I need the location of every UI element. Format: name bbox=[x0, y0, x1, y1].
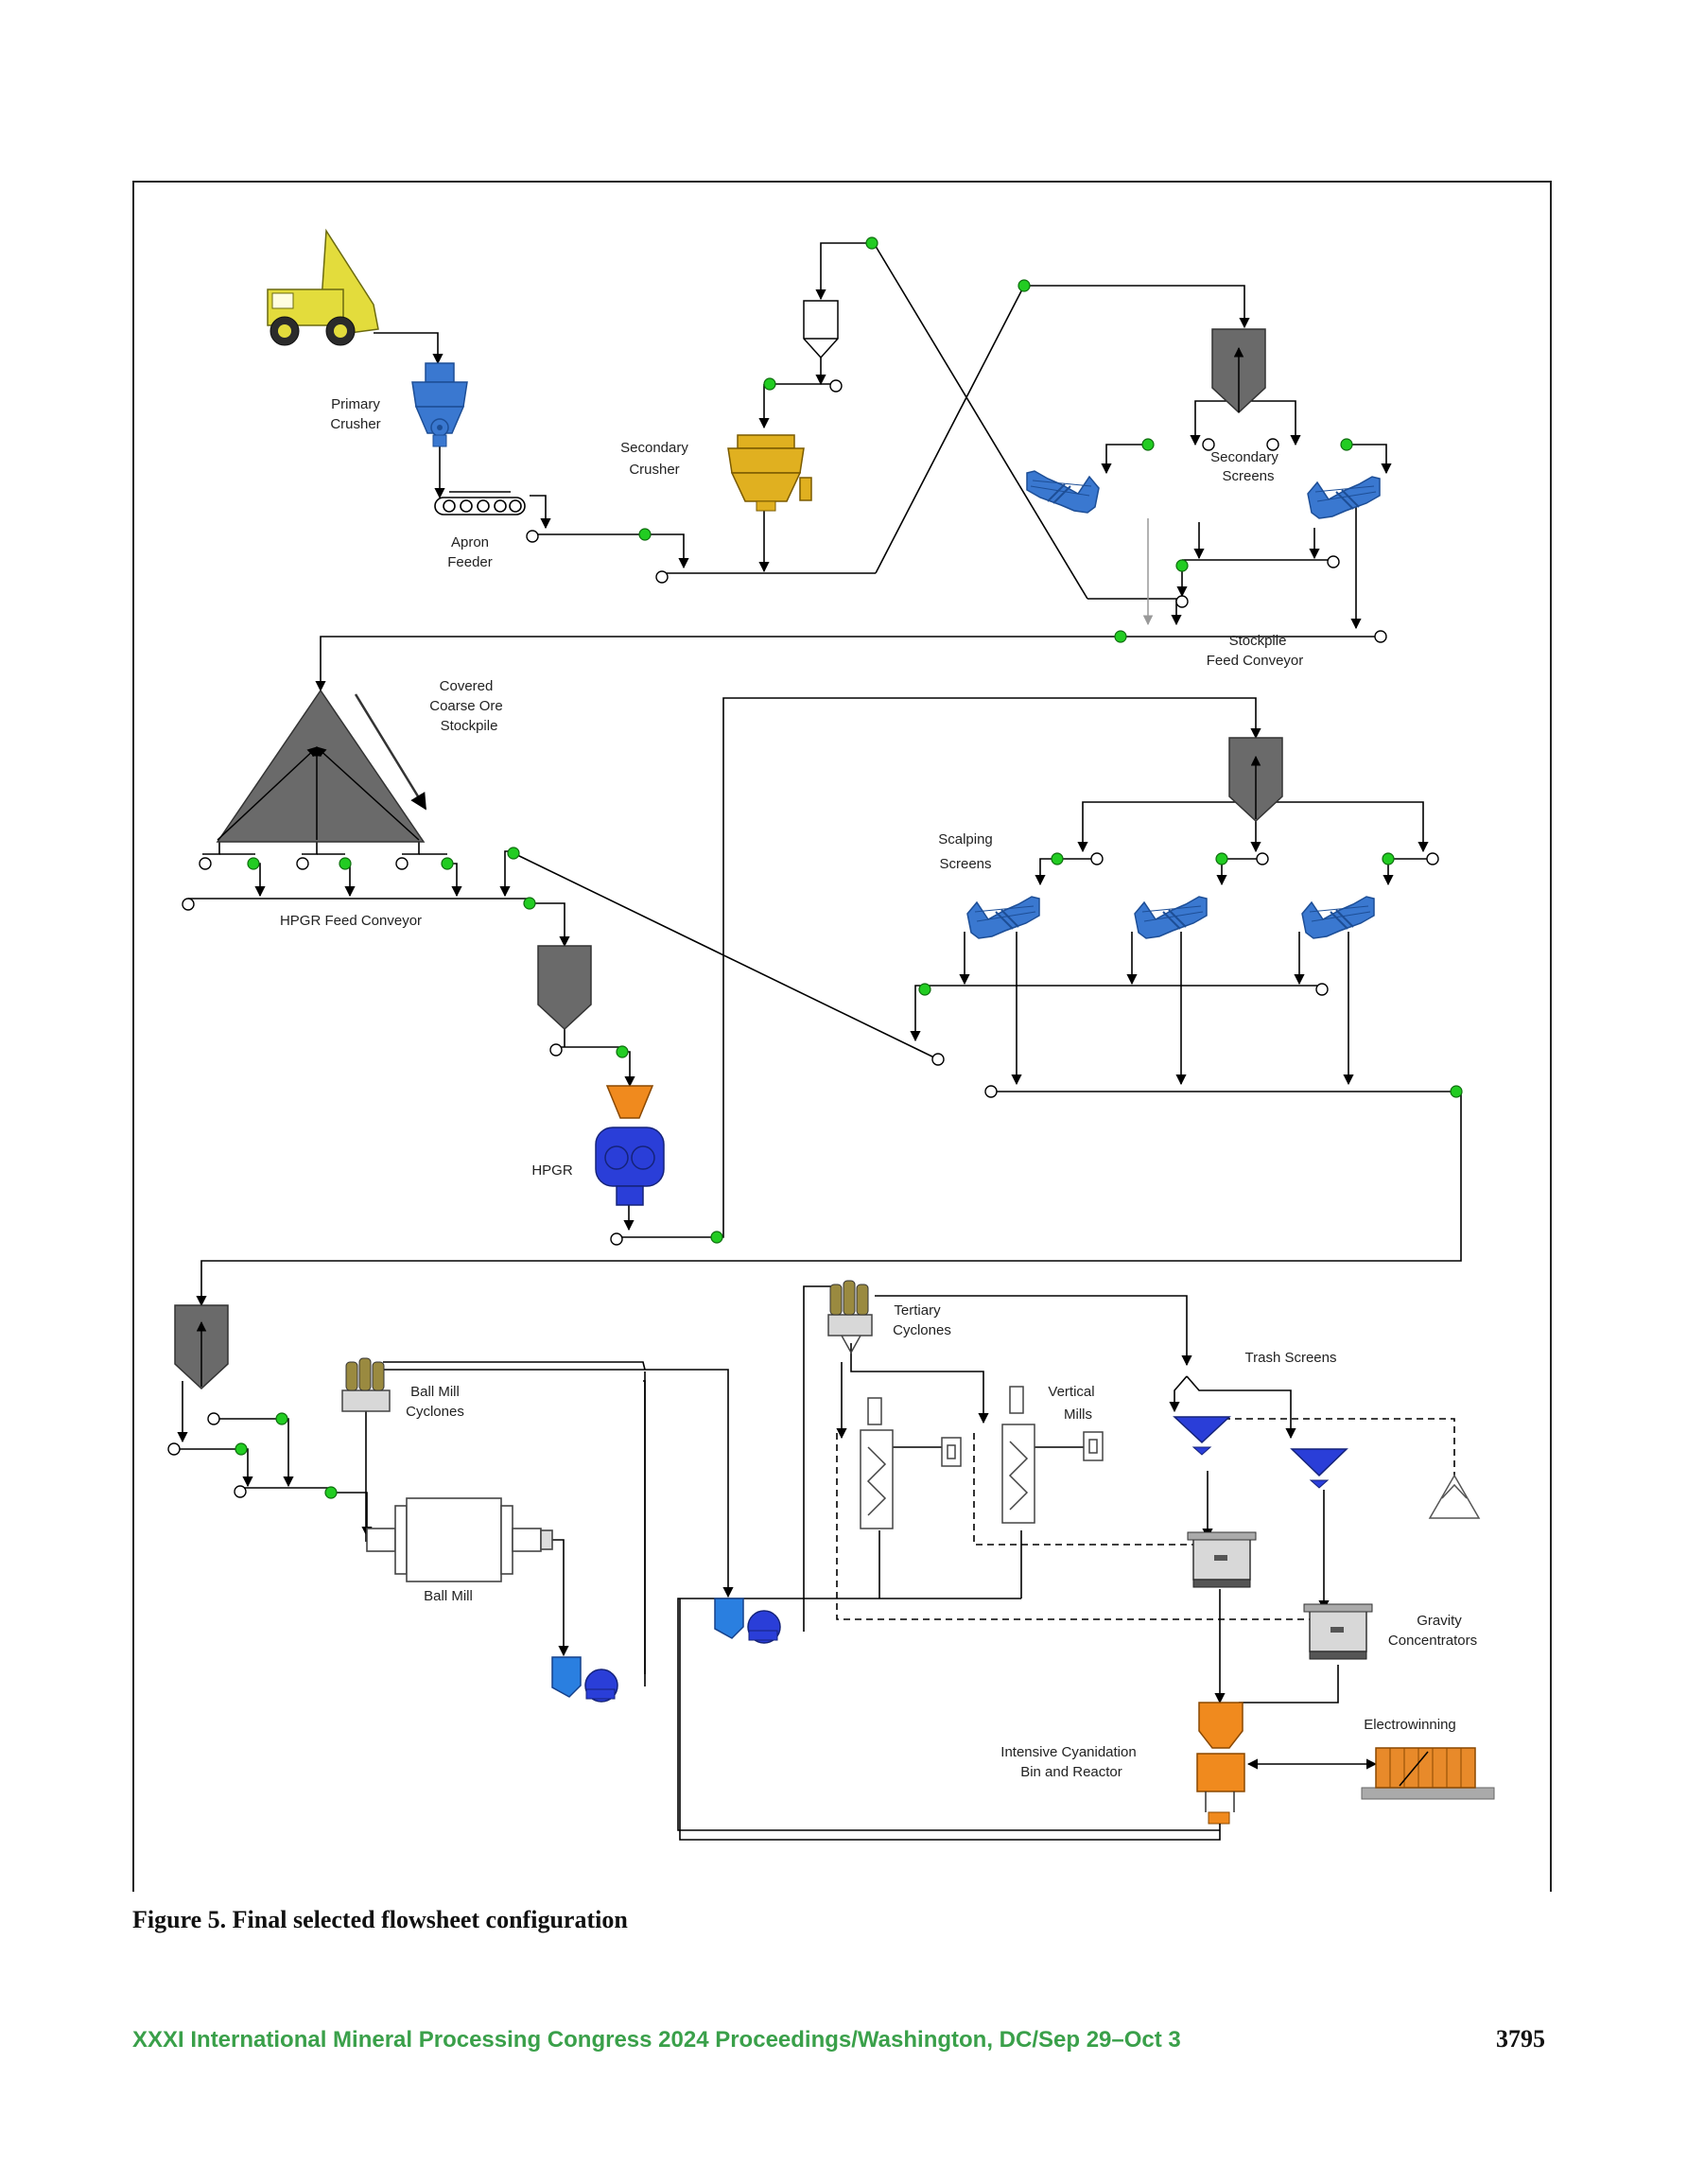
tertiary-cyclones-icon bbox=[827, 1280, 873, 1354]
label-trash-screens: Trash Screens bbox=[1245, 1350, 1337, 1366]
hpgr-icon bbox=[595, 1085, 665, 1206]
ball-mill-cyclones-icon bbox=[341, 1357, 391, 1412]
secondary-screen-left-icon bbox=[1026, 470, 1100, 514]
flow-lines bbox=[174, 242, 1462, 1831]
primary-crusher-icon bbox=[411, 362, 468, 447]
hpgr-feed-bin-icon bbox=[537, 945, 592, 1031]
secondary-crusher-bin-icon bbox=[803, 300, 839, 359]
open-nodes bbox=[167, 379, 1439, 1498]
label-electrowinning: Electrowinning bbox=[1364, 1717, 1456, 1733]
label-hpgr: HPGR bbox=[531, 1162, 573, 1179]
secondary-screens-bin-icon bbox=[1211, 328, 1266, 414]
proceedings-footer: XXXI International Mineral Processing Co… bbox=[132, 2027, 1181, 2053]
ball-mill-pump-icon bbox=[551, 1656, 618, 1703]
haul-truck-icon bbox=[267, 228, 379, 346]
cyanidation-return-line bbox=[679, 1599, 1221, 1841]
secondary-screen-right-icon bbox=[1307, 476, 1381, 519]
trash-screen-2-icon bbox=[1290, 1448, 1348, 1489]
scalping-screens-bin-icon bbox=[1228, 737, 1283, 823]
label-ball-mill: Ball Mill bbox=[424, 1588, 473, 1604]
vertical-mill-1-icon bbox=[860, 1397, 962, 1529]
ball-mill-icon bbox=[366, 1497, 553, 1582]
green-nodes bbox=[235, 236, 1463, 1499]
page-number: 3795 bbox=[1496, 2025, 1545, 2053]
figure-frame bbox=[132, 181, 1552, 1892]
electrowinning-icon bbox=[1361, 1747, 1495, 1800]
dashed-lines bbox=[836, 1418, 1455, 1620]
trash-bin-icon bbox=[1428, 1474, 1481, 1519]
trash-screen-1-icon bbox=[1173, 1416, 1231, 1456]
apron-feeder-icon bbox=[434, 491, 526, 515]
scalping-screen-1-icon bbox=[966, 896, 1040, 939]
figure-caption: Figure 5. Final selected flowsheet confi… bbox=[132, 1906, 628, 1933]
secondary-crusher-icon bbox=[727, 434, 812, 512]
coarse-ore-stockpile-icon bbox=[216, 689, 427, 843]
gravity-concentrator-2-icon bbox=[1303, 1603, 1373, 1660]
label-hpgr-feed-conveyor: HPGR Feed Conveyor bbox=[280, 913, 422, 929]
ball-mill-feed-bin-icon bbox=[174, 1304, 229, 1390]
gravity-concentrator-1-icon bbox=[1187, 1531, 1257, 1588]
vertical-mill-2-icon bbox=[1001, 1386, 1104, 1524]
scalping-screen-2-icon bbox=[1134, 896, 1208, 939]
intensive-cyanidation-icon bbox=[1196, 1702, 1245, 1825]
scalping-screen-3-icon bbox=[1301, 896, 1375, 939]
tertiary-pump-icon bbox=[714, 1598, 781, 1644]
